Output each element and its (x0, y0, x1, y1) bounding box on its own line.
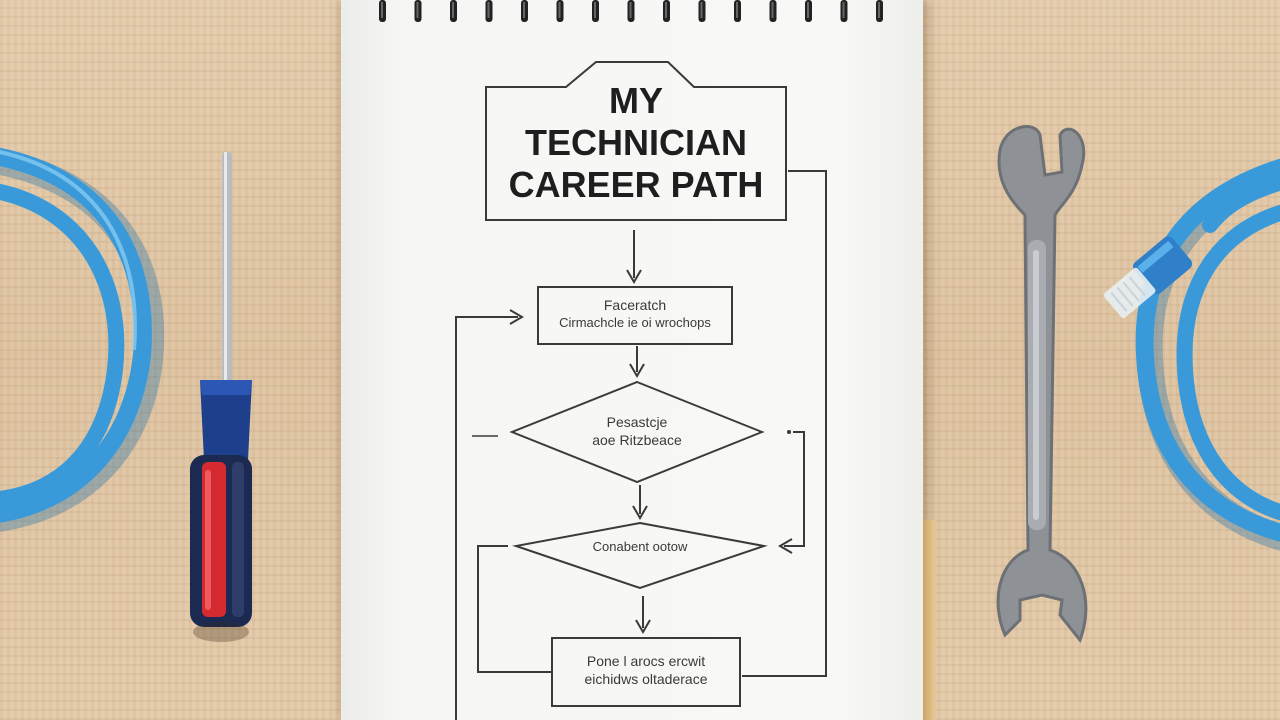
left-cable (0, 147, 165, 532)
spiral-ring-highlight (594, 2, 596, 18)
decision-diamond-1 (509, 380, 765, 484)
decision-1-line-2: aoe Ritzbeace (592, 432, 682, 448)
decision-diamond-2 (512, 521, 768, 590)
step-1-line-1: Faceratch (603, 297, 667, 313)
decision-1-line-1: Pesastcje (606, 414, 668, 430)
final-step-line-1: Pone l arocs ercwit (586, 653, 706, 669)
title-line-2: TECHNICIAN (525, 122, 747, 163)
step-1-label: Faceratch Cirmachcle ie oi wrochops (538, 296, 732, 332)
right-cable (1103, 158, 1280, 551)
decision-2-line-1: Conabent ootow (592, 539, 688, 554)
spiral-ring-highlight (771, 2, 774, 18)
title-line-1: MY (609, 80, 663, 121)
spiral-ring-highlight (878, 2, 880, 18)
spiral-ring-highlight (842, 2, 845, 18)
notepad-edge (923, 520, 935, 720)
spiral-ring-highlight (558, 2, 561, 18)
wrench (996, 125, 1088, 643)
step-1-line-2: Cirmachcle ie oi wrochops (559, 315, 711, 330)
spiral-ring-highlight (487, 2, 490, 18)
spiral-ring-highlight (381, 2, 383, 18)
title-box (485, 61, 787, 221)
decision-1-label: Pesastcje aoe Ritzbeace (537, 413, 737, 449)
spiral-ring-highlight (416, 2, 419, 18)
spiral-ring-highlight (629, 2, 632, 18)
spiral-ring-highlight (807, 2, 809, 18)
spiral-binding (379, 0, 883, 22)
spiral-ring-highlight (665, 2, 667, 18)
spiral-ring-highlight (523, 2, 525, 18)
title-line-3: CAREER PATH (508, 164, 764, 205)
step-box-1 (537, 286, 733, 345)
page-title: MY TECHNICIAN CAREER PATH (487, 80, 785, 206)
final-step-line-2: eichidws oltaderace (584, 671, 708, 687)
spiral-ring-highlight (736, 2, 738, 18)
spiral-ring-highlight (452, 2, 454, 18)
decision-2-label: Conabent ootow (540, 538, 740, 556)
spiral-ring-highlight (700, 2, 703, 18)
screwdriver (190, 152, 252, 642)
final-step-label: Pone l arocs ercwit eichidws oltaderace (552, 652, 740, 688)
